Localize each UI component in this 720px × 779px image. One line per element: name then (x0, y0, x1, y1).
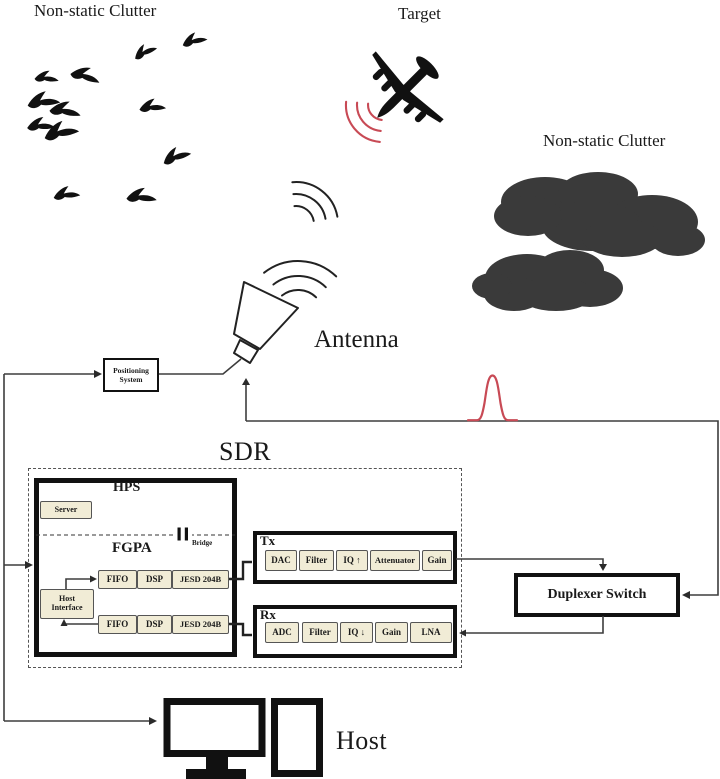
transmit-pulse-icon (466, 374, 519, 422)
fpga-tx-jesd204b-module: JESD 204B (172, 570, 229, 589)
tx-dac-module: DAC (265, 550, 297, 571)
fpga-title: FGPA (112, 540, 152, 556)
clutter-left-label: Non-static Clutter (34, 1, 157, 20)
tx-filter-module: Filter (299, 550, 334, 571)
arrow-into-host (149, 717, 157, 725)
server-module: Server (40, 501, 92, 519)
rx-filter-module: Filter (302, 622, 338, 643)
arrow-into-duplexer-top (599, 564, 607, 571)
host-label: Host (336, 726, 388, 755)
tx-iq-up-module: IQ ↑ (336, 550, 368, 571)
target-aircraft-icon (372, 51, 444, 123)
cloud-silhouettes-icon (472, 172, 705, 311)
positioning-system-box: Positioning System (103, 358, 159, 392)
tx-attenuator-module: Attenuator (370, 550, 420, 571)
fpga-tx-fifo-module: FIFO (98, 570, 137, 589)
host-computer-icon (163, 698, 323, 779)
rx-title: Rx (260, 607, 276, 622)
arrow-into-duplexer-right (682, 591, 690, 599)
duplexer-switch-box: Duplexer Switch (514, 573, 680, 617)
target-label: Target (398, 4, 441, 23)
host-interface-line2: Interface (51, 603, 83, 612)
host-interface-line1: Host (59, 594, 75, 604)
fpga-rx-jesd204b-module: JESD 204B (172, 615, 229, 634)
horn-antenna-icon (233, 281, 299, 364)
fpga-rx-dsp-module: DSP (137, 615, 172, 634)
rx-lna-module: LNA (410, 622, 452, 643)
host-interface-module: Host Interface (40, 589, 94, 619)
tx-to-duplexer-line (456, 558, 604, 564)
rx-adc-module: ADC (265, 622, 299, 643)
tx-title: Tx (260, 533, 276, 548)
echo-wave-arcs-icon (291, 181, 339, 222)
arrow-into-positioning (94, 370, 102, 378)
bird-flock-icon (26, 31, 209, 207)
tx-gain-module: Gain (422, 550, 452, 571)
fpga-tx-dsp-module: DSP (137, 570, 172, 589)
rx-iq-down-module: IQ ↓ (340, 622, 373, 643)
clutter-right-label: Non-static Clutter (543, 131, 666, 150)
hps-title: HPS (113, 480, 141, 495)
sdr-title: SDR (219, 437, 272, 466)
positioning-system-line2: System (119, 375, 143, 384)
antenna-wave-arcs-icon (263, 259, 338, 299)
rx-block (253, 605, 457, 658)
positioning-system-line1: Positioning (113, 365, 149, 375)
fpga-rx-fifo-module: FIFO (98, 615, 137, 634)
duplexer-to-rx-line (466, 616, 604, 634)
positioning-to-antenna-line (159, 358, 242, 375)
target-reflection-arcs-icon (344, 100, 383, 143)
antenna-label: Antenna (314, 326, 399, 353)
bridge-label: Bridge (192, 539, 213, 547)
arrow-into-antenna (242, 378, 250, 385)
rx-gain-module: Gain (375, 622, 408, 643)
